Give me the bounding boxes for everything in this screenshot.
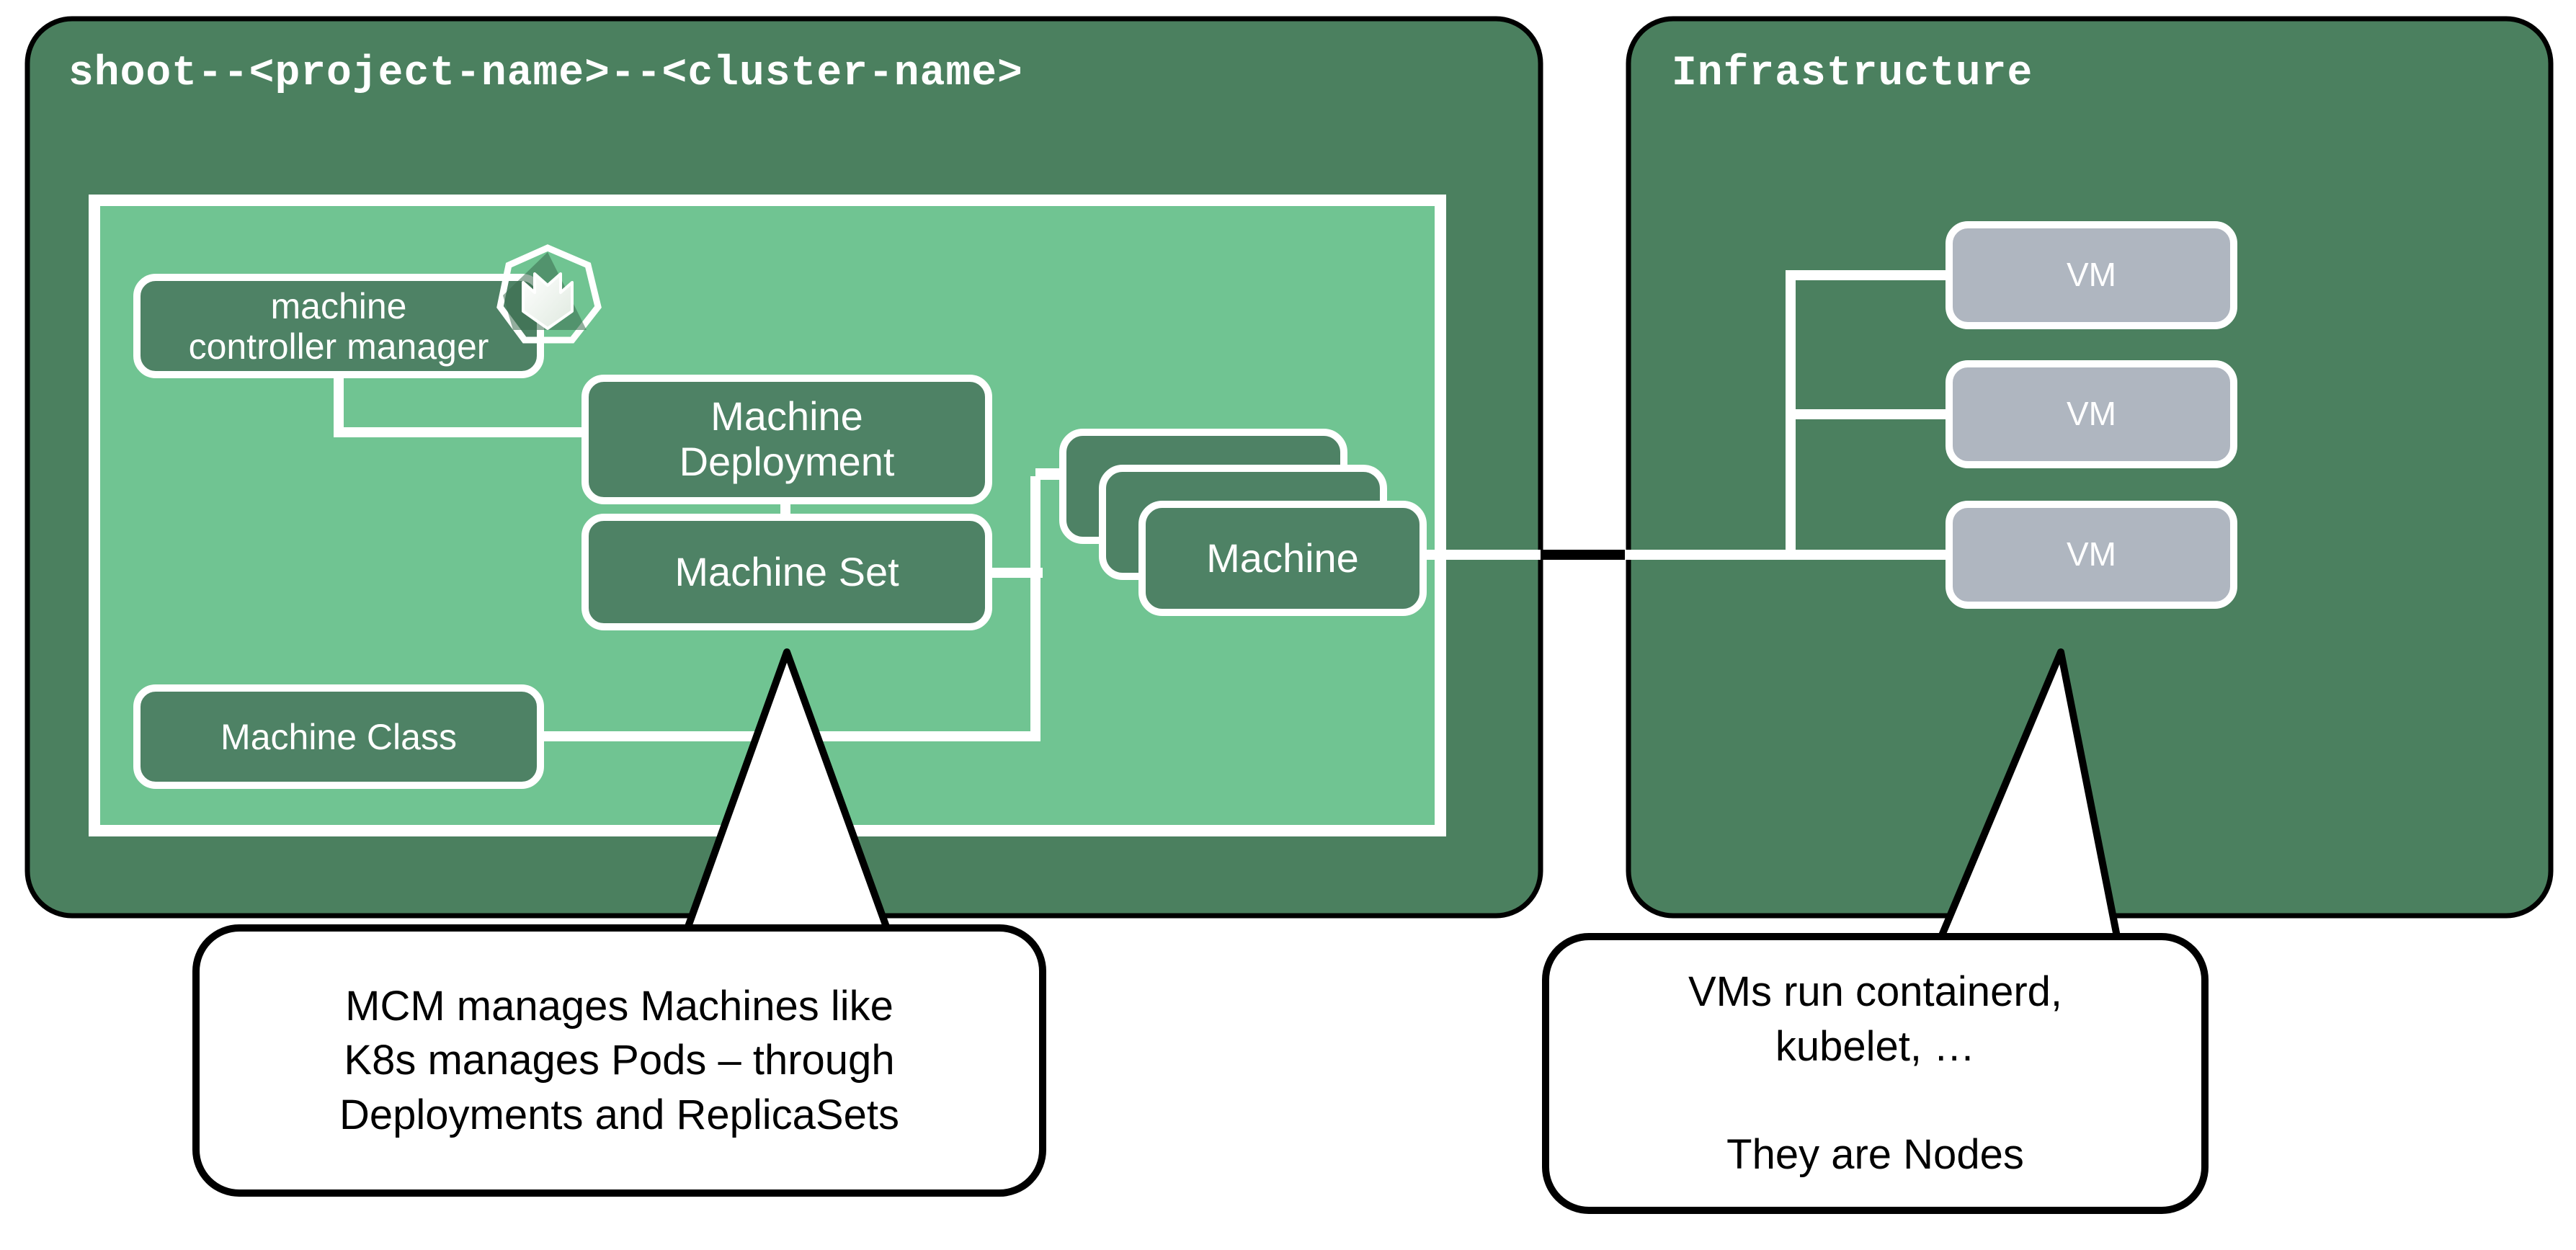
vm-box-2[interactable] [1946,360,2237,468]
machine-set-box[interactable] [581,514,992,630]
vm-boxes [1946,221,2237,609]
machine-stack [1059,429,1427,616]
vm-bus-connectors [1786,270,1958,560]
callout-mcm [192,648,1046,1197]
gardener-logo-icon [496,244,602,344]
panel-title-shoot-namespace: shoot--<project-name>--<cluster-name> [68,50,1023,97]
callout-vm-bubble [1542,933,2209,1214]
machine-deployment-box[interactable] [581,375,992,504]
machine-controller-manager-box[interactable] [133,274,544,378]
machine-box-front[interactable] [1138,501,1427,616]
worker-node-boxes [133,274,992,789]
callout-mcm-bubble [192,924,1046,1197]
panel-title-infrastructure: Infrastructure [1672,50,2033,97]
vm-box-1[interactable] [1946,221,2237,329]
callout-vm [1542,648,2209,1214]
vm-box-3[interactable] [1946,501,2237,609]
machine-class-box[interactable] [133,684,544,789]
